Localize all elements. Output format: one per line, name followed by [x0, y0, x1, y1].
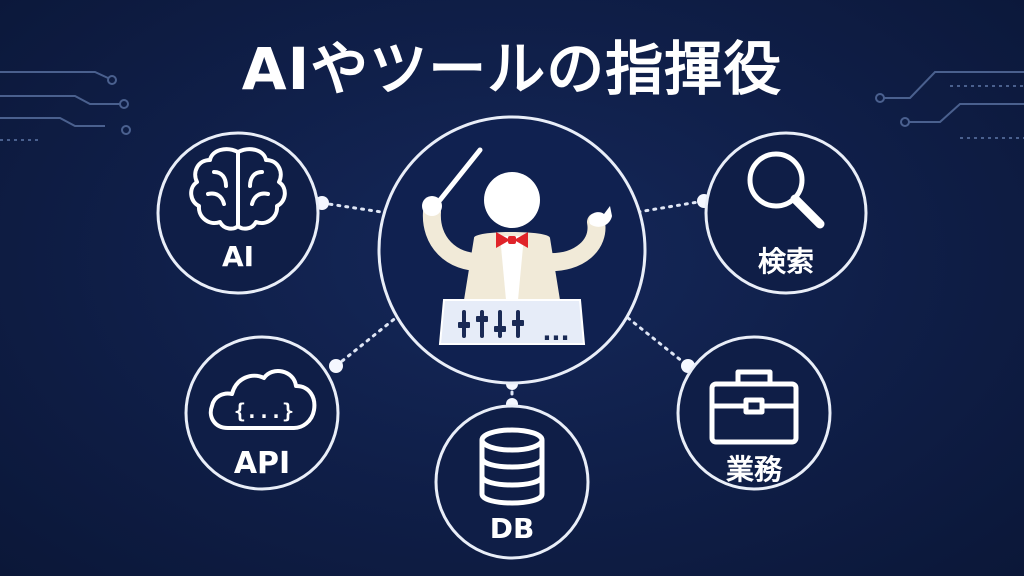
brain-icon	[189, 147, 287, 231]
console-dots-text: ...	[542, 318, 569, 346]
connector-ai	[320, 201, 390, 215]
node-search	[704, 131, 868, 295]
node-label-ai: AI	[221, 240, 255, 273]
page-title: AIやツールの指揮役	[241, 35, 783, 103]
conductor-icon	[422, 147, 612, 300]
node-label-search: 検索	[757, 245, 814, 278]
node-api	[184, 335, 340, 491]
node-label-db: DB	[489, 512, 535, 545]
connector-api	[334, 314, 400, 368]
briefcase-icon	[709, 369, 799, 445]
connector-dot-api	[329, 359, 343, 373]
circuit-decoration-left	[0, 71, 131, 141]
circuit-decoration-right	[875, 71, 1024, 139]
magnifier-icon	[747, 151, 825, 229]
connectors	[320, 199, 706, 406]
cloud-code-text: {...}	[234, 399, 294, 423]
connector-business	[626, 316, 690, 368]
node-db	[434, 404, 590, 560]
cloud-code-icon: {...}	[208, 369, 317, 430]
database-icon	[479, 427, 545, 506]
connector-search	[636, 199, 706, 214]
node-label-api: API	[233, 446, 291, 481]
node-label-business: 業務	[725, 453, 782, 486]
bowtie-icon	[496, 232, 528, 248]
mixing-console-icon: ...	[438, 299, 586, 346]
